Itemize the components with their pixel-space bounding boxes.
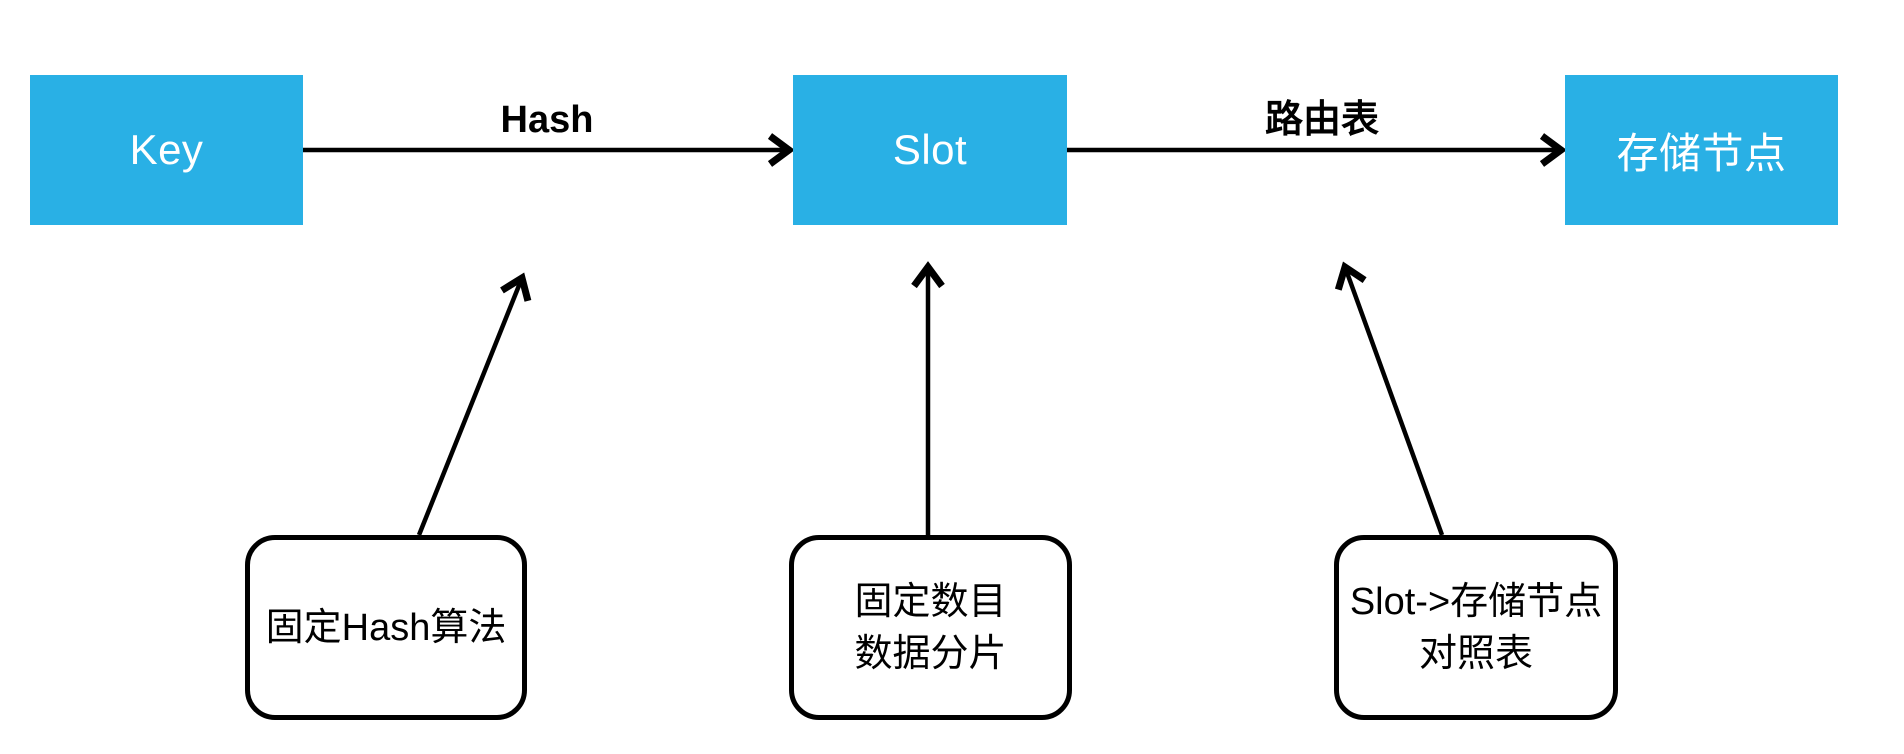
note-fixed-hash-algorithm: 固定Hash算法 (245, 535, 527, 720)
node-storage-node: 存储节点 (1565, 75, 1838, 225)
node-slot: Slot (793, 75, 1067, 225)
node-slot-label: Slot (892, 126, 968, 173)
note-slot-storage-mapping: Slot->存储节点 对照表 (1334, 535, 1618, 720)
hash-note-arrow (416, 272, 532, 536)
note-line: 固定Hash算法 (265, 606, 507, 649)
node-key-label: Key (129, 126, 204, 173)
note-line: 对照表 (1418, 632, 1533, 675)
note-line: 数据分片 (854, 632, 1007, 675)
note-fixed-number-shards: 固定数目 数据分片 (789, 535, 1072, 720)
node-key: Key (30, 75, 303, 225)
edge-label-hash: Hash (500, 99, 594, 141)
mapping-note-arrow (1334, 261, 1445, 536)
note-line: Slot->存储节点 (1349, 580, 1603, 623)
node-storage-label: 存储节点 (1616, 129, 1787, 177)
note-line: 固定数目 (854, 580, 1007, 623)
edge-label-routing-table: 路由表 (1264, 99, 1379, 141)
